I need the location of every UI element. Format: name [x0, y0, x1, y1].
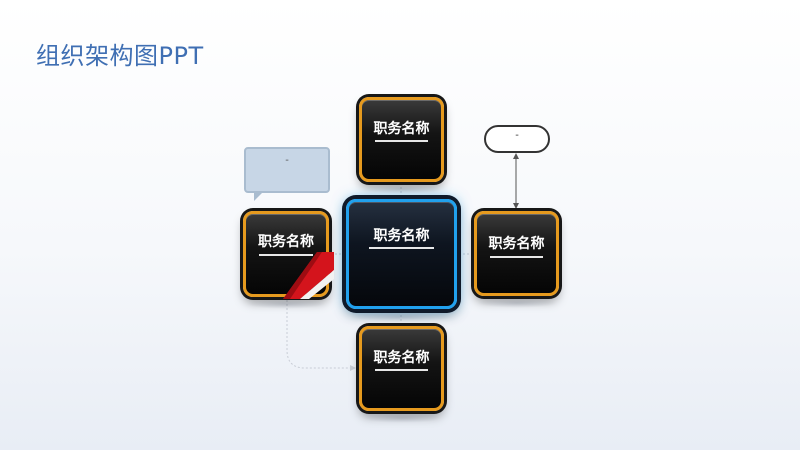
node-top-label: 职务名称: [373, 121, 430, 137]
node-left-divider: [259, 254, 313, 256]
page-title: 组织架构图PPT: [36, 42, 204, 70]
node-right-divider: [490, 256, 543, 258]
node-center-label: 职务名称: [373, 228, 430, 244]
node-left[interactable]: 职务名称: [243, 211, 329, 297]
elbow-connector-arrow: [350, 365, 356, 371]
node-top[interactable]: 职务名称: [359, 97, 444, 182]
node-right-shadow: [477, 298, 557, 308]
node-bottom[interactable]: 职务名称: [359, 326, 444, 411]
speech-bubble: -: [244, 147, 330, 201]
node-left-shadow: [246, 299, 326, 309]
node-right[interactable]: 职务名称: [474, 211, 559, 296]
pill-connector-arrow-down: [513, 203, 519, 209]
node-right-label: 职务名称: [488, 236, 545, 252]
node-center[interactable]: 职务名称: [346, 199, 457, 309]
node-center-shadow: [350, 312, 454, 322]
pill-connector-arrow-up: [513, 153, 519, 159]
terminal-shape: -: [484, 125, 550, 153]
node-bottom-shadow: [362, 413, 442, 423]
speech-bubble-text: -: [285, 155, 289, 166]
node-center-divider: [369, 247, 434, 249]
node-left-label: 职务名称: [258, 234, 314, 250]
node-top-divider: [375, 140, 428, 142]
speech-bubble-tail: [254, 191, 264, 201]
elbow-connector: [286, 300, 352, 369]
terminal-shape-text: -: [515, 130, 519, 141]
node-top-shadow: [362, 184, 442, 194]
node-bottom-divider: [375, 369, 428, 371]
node-bottom-label: 职务名称: [373, 350, 430, 366]
